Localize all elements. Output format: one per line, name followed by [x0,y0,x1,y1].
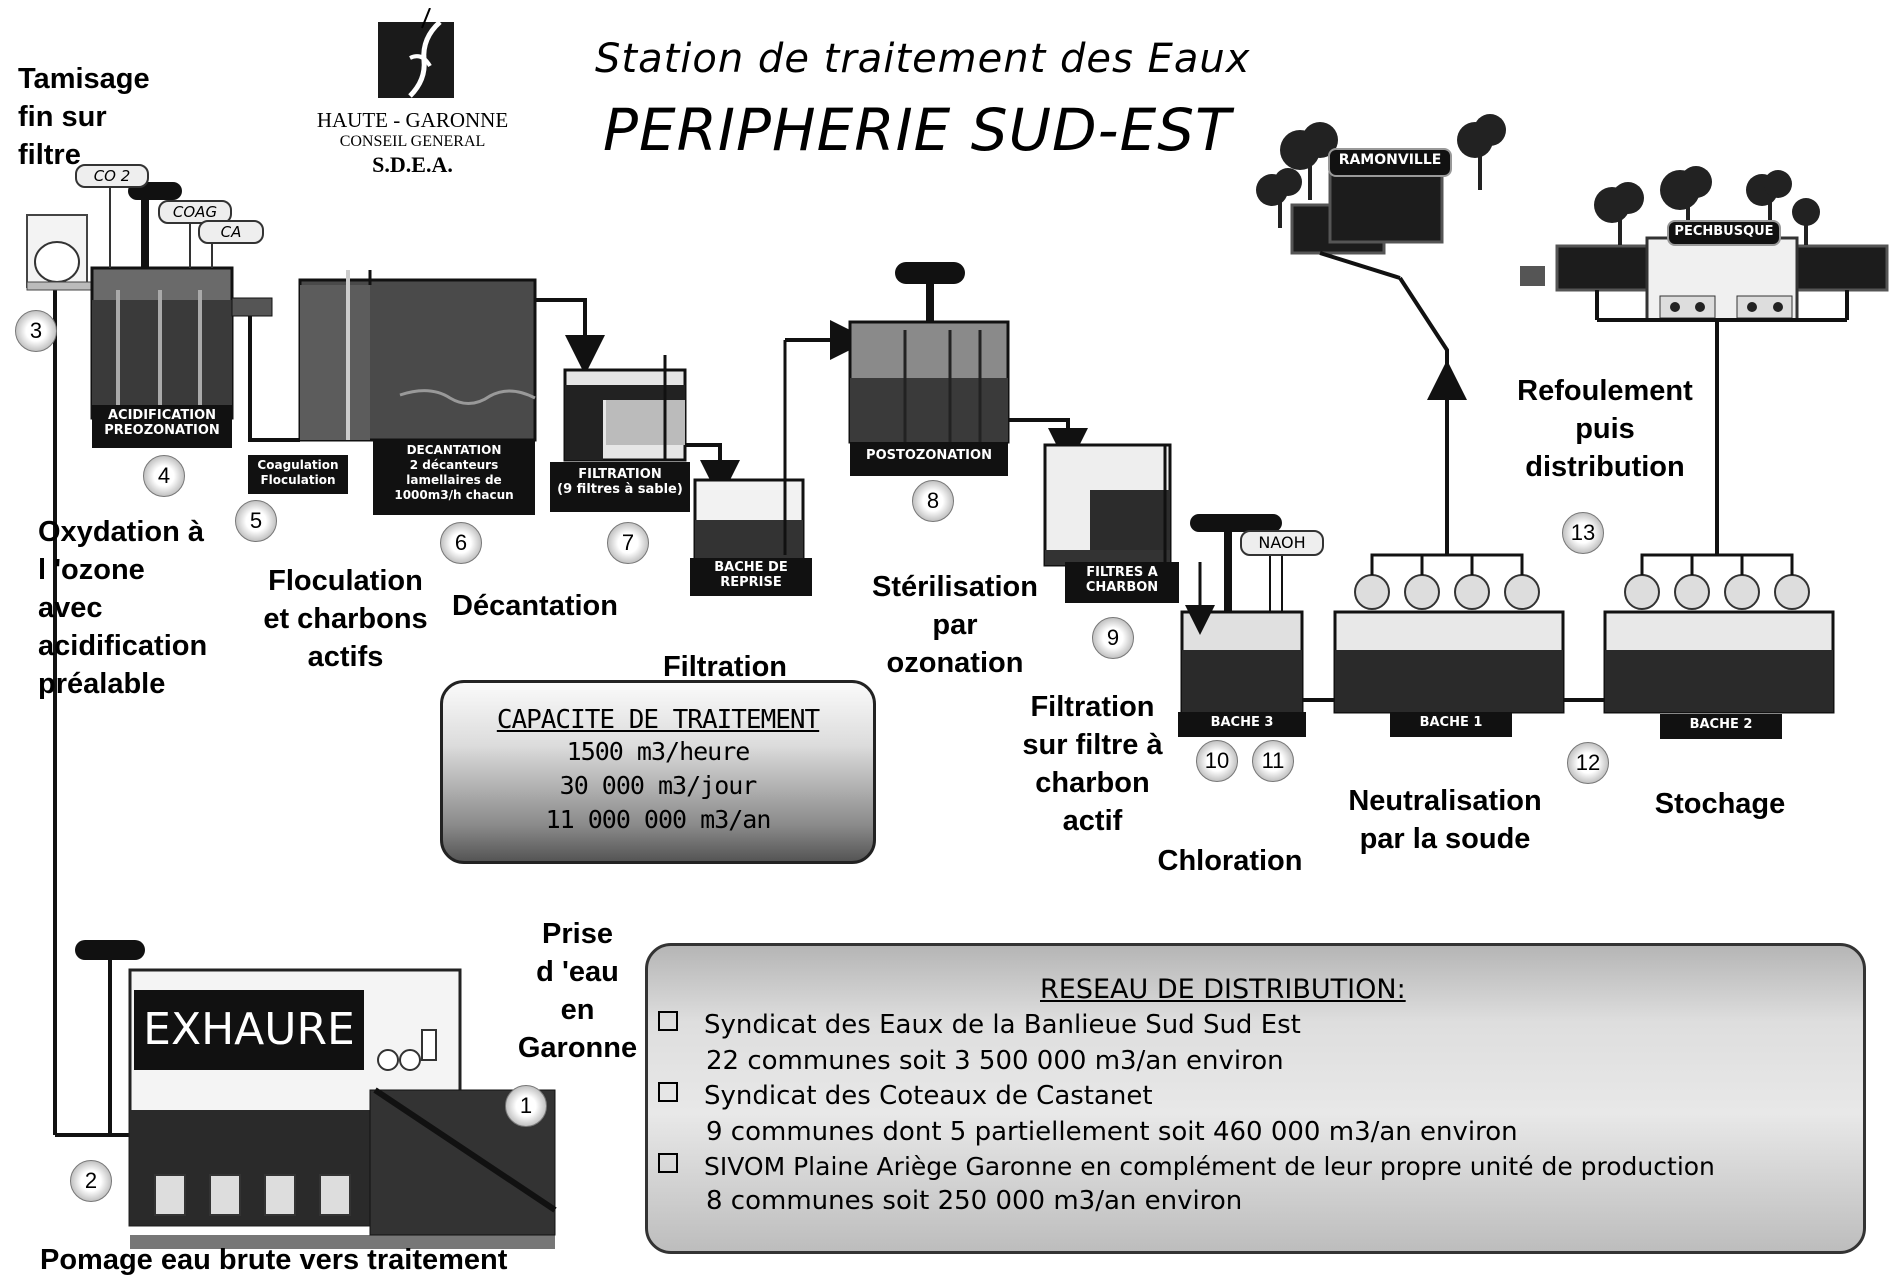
tag-co2: CO 2 [75,164,149,188]
tag-ca: CA [198,220,264,244]
acidification-tank [90,180,273,420]
plate-ramonville: RAMONVILLE [1328,148,1452,177]
label-oxydation: Oxydation à l 'ozone avec acidification … [38,516,208,700]
logo-name: HAUTE - GARONNE [316,108,509,132]
plate-filtration: FILTRATION (9 filtres à sable) [550,462,690,512]
step-number-6: 6 [440,522,482,564]
step-number-10: 10 [1196,740,1238,782]
distribution-title: RESEAU DE DISTRIBUTION: [1040,974,1406,1005]
plate-pechbusque: PECHBUSQUE [1667,220,1781,246]
distribution-item-name: Syndicat des Eaux de la Banlieue Sud Sud… [704,1010,1301,1040]
plate-exhaure: EXHAURE [134,990,364,1070]
step-number-7: 7 [607,522,649,564]
tag-coag: COAG [158,200,232,224]
label-chloration: Chloration [1157,845,1303,877]
label-refoulement: Refoulement puis distribution [1517,375,1693,483]
distribution-item-detail: 8 communes soit 250 000 m3/an environ [706,1186,1243,1216]
capacity-per-hour: 1500 m3/heure [566,737,751,766]
plate-bache-3: BACHE 3 [1178,712,1306,737]
step-number-12: 12 [1567,742,1609,784]
distribution-item-detail: 22 communes soit 3 500 000 m3/an environ [706,1046,1284,1076]
label-neutralisation: Neutralisation par la soude [1348,785,1542,855]
distribution-panel: RESEAU DE DISTRIBUTION: Syndicat des Eau… [645,943,1866,1254]
label-floculation: Floculation et charbons actifs [263,565,428,673]
bache-1-tank [1333,276,1565,714]
ramonville-reservoir [1256,114,1506,280]
step-number-13: 13 [1562,512,1604,554]
postozonation-tank [848,262,1010,444]
plate-coagulation: Coagulation Floculation [248,455,348,494]
haute-garonne-logo [378,8,454,98]
checkbox-icon [658,1153,678,1173]
step-number-2: 2 [70,1160,112,1202]
step-number-8: 8 [912,480,954,522]
exhaure-station [75,940,557,1249]
label-filtration-charbon: Filtration sur filtre à charbon actif [1022,691,1163,837]
distribution-item-name: SIVOM Plaine Ariège Garonne en complémen… [704,1152,1715,1181]
diagram-title: Station de traitement des Eaux [595,36,1251,82]
capacity-per-year: 11 000 000 m3/an [545,805,772,834]
carbon-filter-tank [1043,443,1172,567]
distribution-item: Syndicat des Eaux de la Banlieue Sud Sud… [658,1008,1301,1043]
label-sterilisation: Stérilisation par ozonation [872,571,1038,679]
step-number-3: 3 [15,310,57,352]
logo-subtitle: CONSEIL GENERAL [339,133,486,150]
plate-postozonation: POSTOZONATION [850,442,1008,476]
capacity-title: CAPACITE DE TRAITEMENT [496,705,820,735]
distribution-item-name: Syndicat des Coteaux de Castanet [704,1081,1153,1111]
step-number-5: 5 [235,500,277,542]
checkbox-icon [658,1011,678,1031]
step-number-4: 4 [143,455,185,497]
label-decantation: Décantation [452,590,618,622]
bache-reprise-tank [693,340,805,562]
distribution-item-detail: 9 communes dont 5 partiellement soit 460… [706,1117,1518,1147]
raw-water-pipe [53,290,130,1137]
plate-filtres-charbon: FILTRES A CHARBON [1065,562,1179,603]
tag-naoh: NAOH [1240,530,1324,556]
label-prise: Prise d 'eau en Garonne [517,918,638,1064]
decantation-basin [298,270,537,442]
capacity-per-day: 30 000 m3/jour [559,771,758,800]
label-tamisage: Tamisage fin sur filtre [18,63,150,171]
bache-2-tank [1603,320,1835,714]
plate-decantation: DECANTATION 2 décanteurs lamellaires de … [373,440,535,515]
capacity-panel: CAPACITE DE TRAITEMENT 1500 m3/heure 30 … [440,680,876,864]
logo-org: S.D.E.A. [372,152,453,177]
plate-bache-2: BACHE 2 [1660,714,1782,739]
station-name: PERIPHERIE SUD-EST [603,96,1232,164]
screening-filter [26,214,120,291]
pechbusque-reservoir [1520,166,1889,322]
plate-bache-1: BACHE 1 [1390,712,1512,737]
checkbox-icon [658,1082,678,1102]
plate-bache-reprise: BACHE DE REPRISE [690,558,812,596]
plate-acidification: ACIDIFICATION PREOZONATION [92,405,232,448]
sand-filter-tank [563,355,687,462]
label-stockage: Stochage [1654,788,1786,820]
label-pompage: Pomage eau brute vers traitement [40,1244,508,1276]
label-filtration: Filtration [662,651,788,683]
distribution-item: Syndicat des Coteaux de Castanet [658,1079,1153,1114]
step-number-1: 1 [505,1085,547,1127]
bache-3-tank [1180,514,1304,714]
step-number-11: 11 [1252,740,1294,782]
distribution-item: SIVOM Plaine Ariège Garonne en complémen… [658,1149,1715,1184]
step-number-9: 9 [1092,617,1134,659]
